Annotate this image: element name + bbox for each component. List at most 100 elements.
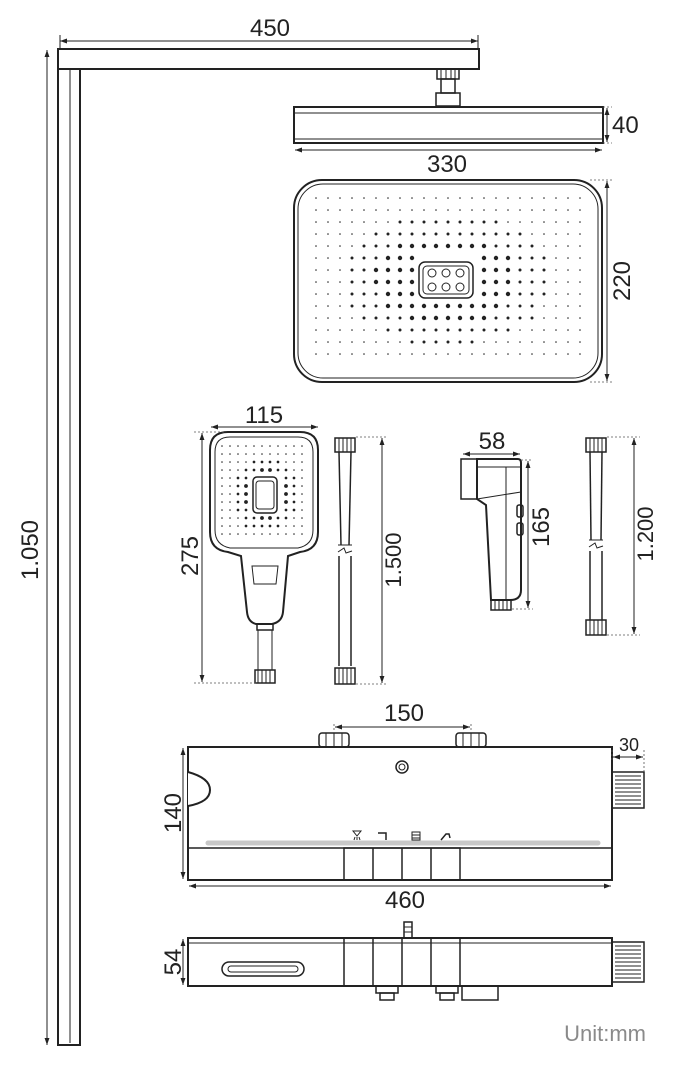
nozzle-dot [433,315,439,321]
nozzle-dot [229,477,231,479]
nozzle-dot [567,281,569,283]
nozzle-dot [397,303,403,309]
nozzle-dot [555,221,557,223]
nozzle-dot [386,316,390,320]
nozzle-dot [494,232,498,236]
nozzle-dot [567,209,569,211]
nozzle-dot [458,232,462,236]
arm-length-label: 450 [250,15,290,42]
nozzle-dot [253,445,255,447]
nozzle-dot [567,257,569,259]
nozzle-dot [292,508,296,512]
nozzle-dot [567,197,569,199]
nozzle-dot [293,533,295,535]
bidet-length-dimension: 165 [512,459,555,610]
nozzle-dot [459,353,461,355]
panel-height-label: 140 [160,793,187,833]
nozzle-dot [435,197,437,199]
nozzle-dot [518,304,522,308]
nozzle-dot [493,255,499,261]
long-hose [334,437,356,685]
nozzle-dot [555,209,557,211]
nozzle-dot [339,245,341,247]
nozzle-dot [301,517,303,519]
nozzle-dot [470,220,474,224]
nozzle-dot [493,303,499,309]
spout-icon [378,832,387,840]
nozzle-dot [236,492,240,496]
arm-length-dimension: 450 [59,15,479,48]
nozzle-dot [269,445,271,447]
nozzle-dot [339,353,341,355]
control-panel-front [187,732,645,881]
nozzle-dot [327,329,329,331]
nozzle-dot [445,243,451,249]
nozzle-dot [229,517,231,519]
nozzle-dot [244,476,248,480]
head-depth-label: 220 [609,261,636,301]
nozzle-dot [543,233,545,235]
nozzle-dot [221,533,223,535]
nozzle-dot [362,268,366,272]
nozzle-dot [292,500,296,504]
side-knob-top [611,941,645,983]
nozzle-dot [457,303,463,309]
nozzle-dot [567,245,569,247]
nozzle-dot [530,244,534,248]
nozzle-dot [292,476,296,480]
nozzle-dot [363,209,365,211]
nozzle-dot [410,328,414,332]
nozzle-dot [543,317,545,319]
center-nozzle-panel [418,261,474,299]
nozzle-dot [301,533,303,535]
nozzle-dot [579,281,581,283]
nozzle-dot [471,209,473,211]
top-inlet [403,921,413,939]
nozzle-dot [293,525,295,527]
nozzle-dot [409,303,415,309]
nozzle-dot [315,293,317,295]
nozzle-dot [327,317,329,319]
nozzle-dot [445,315,451,321]
nozzle-dot [351,221,353,223]
nozzle-dot [421,243,427,249]
nozzle-dot [458,340,462,344]
nozzle-dot [519,209,521,211]
nozzle-dot [493,279,499,285]
wall-bracket [461,985,499,1001]
nozzle-dot [519,341,521,343]
nozzle-dot [458,220,462,224]
nozzle-dot [293,445,295,447]
nozzle-dot [261,445,263,447]
nozzle-dot [221,445,223,447]
nozzle-dot [579,257,581,259]
nozzle-dot [253,453,255,455]
nozzle-dot [373,267,379,273]
hand-length-dimension: 275 [177,431,256,684]
nozzle-dot [446,328,450,332]
short-hose-label: 1.200 [633,506,658,561]
nozzle-dot [221,461,223,463]
nozzle-dot [494,328,498,332]
nozzle-dot [375,197,377,199]
nozzle-dot [327,305,329,307]
nozzle-dot [237,517,239,519]
nozzle-dot [327,245,329,247]
nozzle-dot [555,305,557,307]
nozzle-dot [292,492,296,496]
nozzle-dot [229,533,231,535]
nozzle-dot [301,525,303,527]
nozzle-dot [363,221,365,223]
nozzle-dot [531,197,533,199]
nozzle-dot [339,329,341,331]
nozzle-dot [434,340,438,344]
nozzle-dot [221,509,223,511]
nozzle-dot [293,469,295,471]
nozzle-dot [327,341,329,343]
nozzle-dot [385,303,391,309]
nozzle-dot [423,209,425,211]
nozzle-dot [409,291,415,297]
nozzle-dot [293,453,295,455]
diverter-hole [395,760,409,774]
nozzle-dot [315,329,317,331]
